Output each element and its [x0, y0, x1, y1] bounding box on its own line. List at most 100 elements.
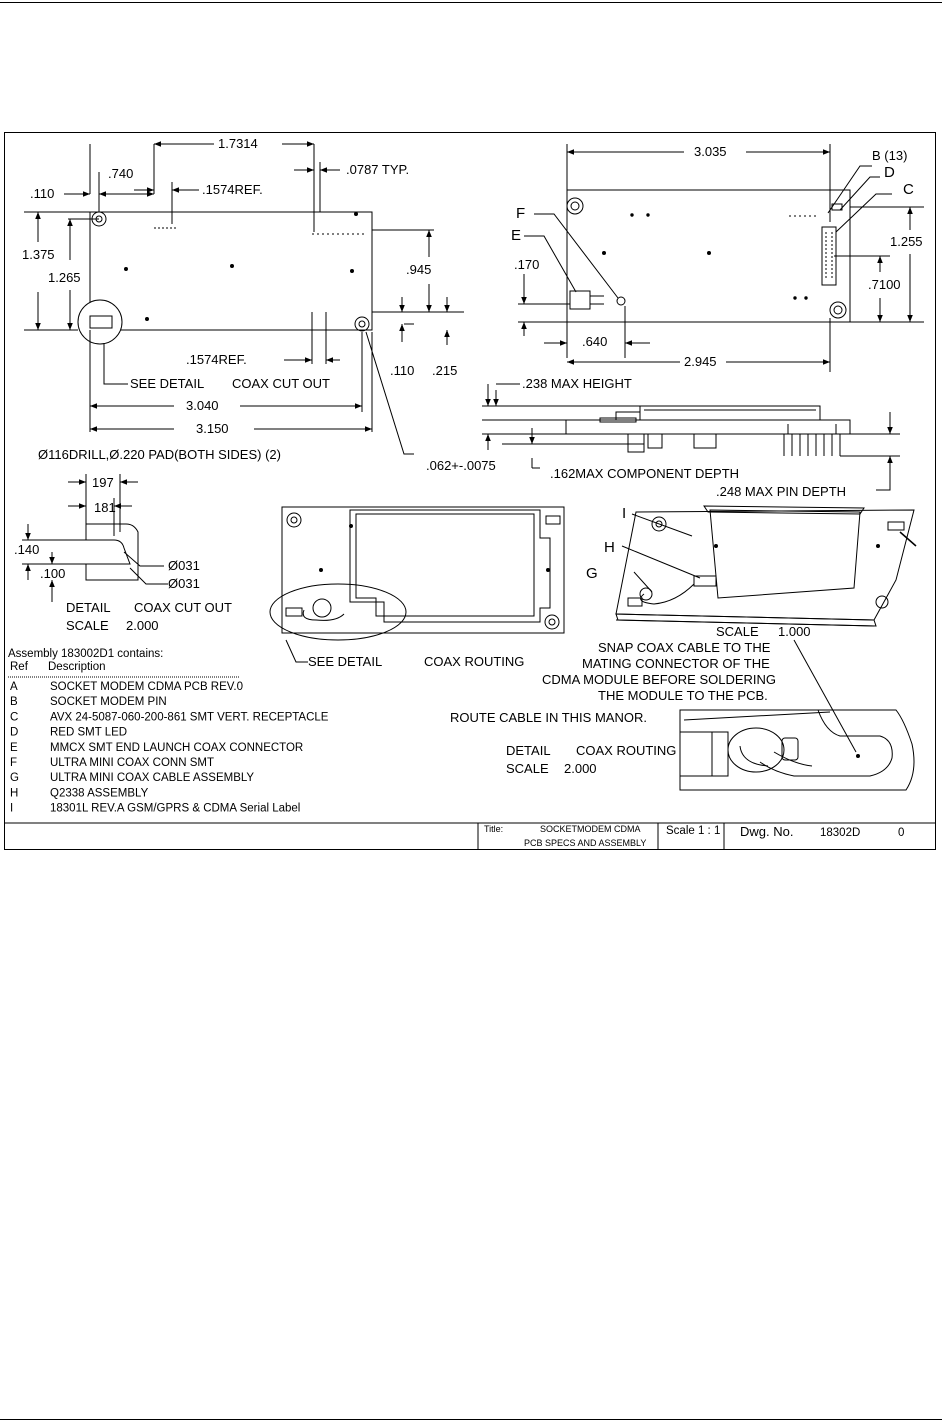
- callout-i: I: [622, 505, 626, 522]
- detail-routing-scale-label: SCALE: [506, 761, 549, 776]
- note-line-3: CDMA MODULE BEFORE SOLDERING: [542, 672, 776, 687]
- drill-note: Ø116DRILL,Ø.220 PAD(BOTH SIDES) (2): [38, 447, 281, 462]
- dim-1574ref-top: .1574REF.: [202, 182, 263, 197]
- dim-2-945: 2.945: [684, 354, 717, 369]
- connector-f: [616, 296, 626, 306]
- iso-board-outline: [615, 509, 915, 621]
- detail-dim-181: 181: [94, 500, 116, 515]
- dim-1-7314: 1.7314: [218, 136, 258, 151]
- callout-h: H: [604, 539, 615, 556]
- detail-radius-2: Ø031: [168, 576, 200, 591]
- max-pin-depth-label: .248 MAX PIN DEPTH: [716, 484, 846, 499]
- title-line-1: SOCKETMODEM CDMA: [540, 824, 641, 834]
- callout-c: C: [903, 181, 914, 198]
- title-label: Title:: [484, 824, 503, 834]
- detail-dim-140: .140: [14, 542, 39, 557]
- dim-1-265: 1.265: [48, 270, 81, 285]
- detail-coax-routing: [679, 709, 915, 791]
- dim-0787-typ: .0787 TYP.: [346, 162, 409, 177]
- bom-description: ULTRA MINI COAX CONN SMT: [50, 757, 214, 769]
- detail-cutout-scale-label: SCALE: [66, 618, 109, 633]
- bom-table: Assembly 183002D1 contains: Ref Descript…: [8, 648, 329, 815]
- bom-description: RED SMT LED: [50, 727, 127, 739]
- bom-title: Assembly 183002D1 contains:: [8, 648, 163, 660]
- revision: 0: [898, 827, 904, 839]
- coax-routing-detail-ellipse: [269, 583, 407, 641]
- bom-ref: H: [10, 787, 18, 799]
- callout-f: F: [516, 205, 525, 222]
- bottom-view-board-outline: [281, 506, 565, 634]
- dim-215: .215: [432, 363, 457, 378]
- callout-e: E: [511, 227, 521, 244]
- max-component-depth-label: .162MAX COMPONENT DEPTH: [550, 466, 739, 481]
- title-block: [4, 822, 936, 850]
- detail-cutout-scale: 2.000: [126, 618, 159, 633]
- bottom-see-detail-label: SEE DETAIL: [308, 654, 382, 669]
- bottom-view: [269, 506, 565, 663]
- max-height-label: .238 MAX HEIGHT: [522, 376, 632, 391]
- dim-170: .170: [514, 257, 539, 272]
- dim-3-040: 3.040: [186, 398, 219, 413]
- dim-3-150: 3.150: [196, 421, 229, 436]
- right-view-board-outline: [566, 189, 851, 323]
- header-rule: [0, 2, 942, 3]
- note-line-5: ROUTE CABLE IN THIS MANOR.: [450, 710, 647, 725]
- bom-ref: F: [10, 757, 17, 769]
- dim-740: .740: [108, 166, 133, 181]
- iso-view: [615, 505, 917, 627]
- iso-scale: 1.000: [778, 624, 811, 639]
- detail-cutout-title: DETAIL: [66, 600, 111, 615]
- bom-ref: G: [10, 772, 19, 784]
- receptacle-c: [821, 226, 837, 286]
- detail-routing-scale: 2.000: [564, 761, 597, 776]
- connector-e: [569, 290, 591, 310]
- footer-rule: [0, 1419, 942, 1420]
- top-coax-cut-out-label: COAX CUT OUT: [232, 376, 330, 391]
- detail-routing-name: COAX ROUTING: [576, 743, 676, 758]
- callout-d: D: [884, 164, 895, 181]
- dim-3-035: 3.035: [694, 144, 727, 159]
- iso-module: [709, 509, 861, 599]
- bom-header-ref: Ref: [10, 661, 29, 673]
- dwg-no-value: 18302D: [820, 827, 860, 839]
- bom-header-description: Description: [48, 661, 106, 673]
- bom-ref: C: [10, 711, 18, 723]
- pcb-thickness-label: .062+-.0075: [426, 458, 496, 473]
- bom-ref: E: [10, 742, 18, 754]
- detail-dim-197: 197: [92, 475, 114, 490]
- dim-110-right: .110: [390, 363, 414, 378]
- top-view: [24, 141, 464, 455]
- bom-description: AVX 24-5087-060-200-861 SMT VERT. RECEPT…: [50, 711, 329, 723]
- top-view-board-outline: [89, 211, 373, 331]
- bom-ref: D: [10, 727, 18, 739]
- note-leaders: [683, 639, 857, 753]
- drawing-frame: [4, 132, 936, 850]
- bom-ref: B: [10, 696, 18, 708]
- detail-coax-cut-out: [22, 474, 168, 602]
- side-view: [482, 383, 900, 491]
- dim-945: .945: [406, 262, 431, 277]
- bom-description: Q2338 ASSEMBLY: [50, 787, 149, 799]
- dim-640: .640: [582, 334, 607, 349]
- dim-1-375: 1.375: [22, 247, 55, 262]
- detail-cutout-name: COAX CUT OUT: [134, 600, 232, 615]
- bom-description: SOCKET MODEM CDMA PCB REV.0: [50, 681, 243, 693]
- right-view: [518, 144, 924, 372]
- dim-1574ref-bottom: .1574REF.: [186, 352, 247, 367]
- socket-pins: [783, 424, 841, 456]
- bom-ref: I: [10, 803, 13, 815]
- bottom-coax-routing-label: COAX ROUTING: [424, 654, 524, 669]
- note-line-4: THE MODULE TO THE PCB.: [598, 688, 768, 703]
- callout-b-13: B (13): [872, 148, 907, 163]
- note-line-1: SNAP COAX CABLE TO THE: [598, 640, 771, 655]
- iso-scale-label: SCALE: [716, 624, 759, 639]
- title-line-2: PCB SPECS AND ASSEMBLY: [524, 838, 646, 848]
- mounting-hole-bottom-right: [354, 316, 370, 332]
- bom-description: ULTRA MINI COAX CABLE ASSEMBLY: [50, 772, 254, 784]
- dim-110-left: .110: [30, 186, 54, 201]
- bom-description: MMCX SMT END LAUNCH COAX CONNECTOR: [50, 742, 303, 754]
- detail-routing-title: DETAIL: [506, 743, 551, 758]
- dim-7100: .7100: [868, 277, 901, 292]
- note-line-2: MATING CONNECTOR OF THE: [582, 656, 770, 671]
- detail-dim-100: .100: [40, 566, 65, 581]
